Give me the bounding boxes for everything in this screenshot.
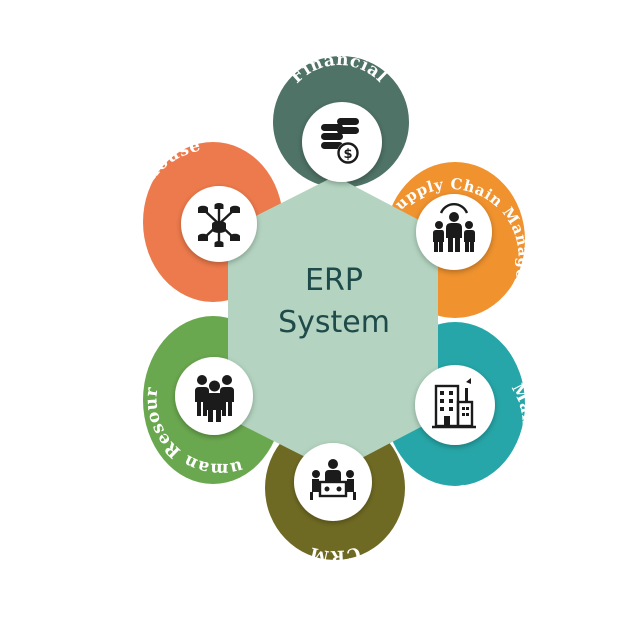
svg-text:$: $ (343, 147, 352, 162)
icon-circle-financial: $ (302, 102, 382, 182)
factory-building-icon (432, 378, 476, 429)
people-group-icon (195, 375, 234, 422)
meeting-table-icon (310, 459, 356, 500)
team-leader-icon (433, 203, 475, 252)
icon-circle-manufacturing (415, 365, 495, 445)
center-title-system: System (278, 305, 390, 340)
money-coins-icon: $ (321, 118, 359, 164)
database-network-icon (198, 203, 240, 247)
icon-circle-human-resource (175, 357, 253, 435)
center-hexagon (228, 176, 438, 472)
center-title-erp: ERP (305, 263, 363, 298)
icon-circle-data-warehouse (181, 186, 257, 262)
icon-circle-crm (294, 443, 372, 521)
icon-circle-supply-chain (416, 194, 492, 270)
